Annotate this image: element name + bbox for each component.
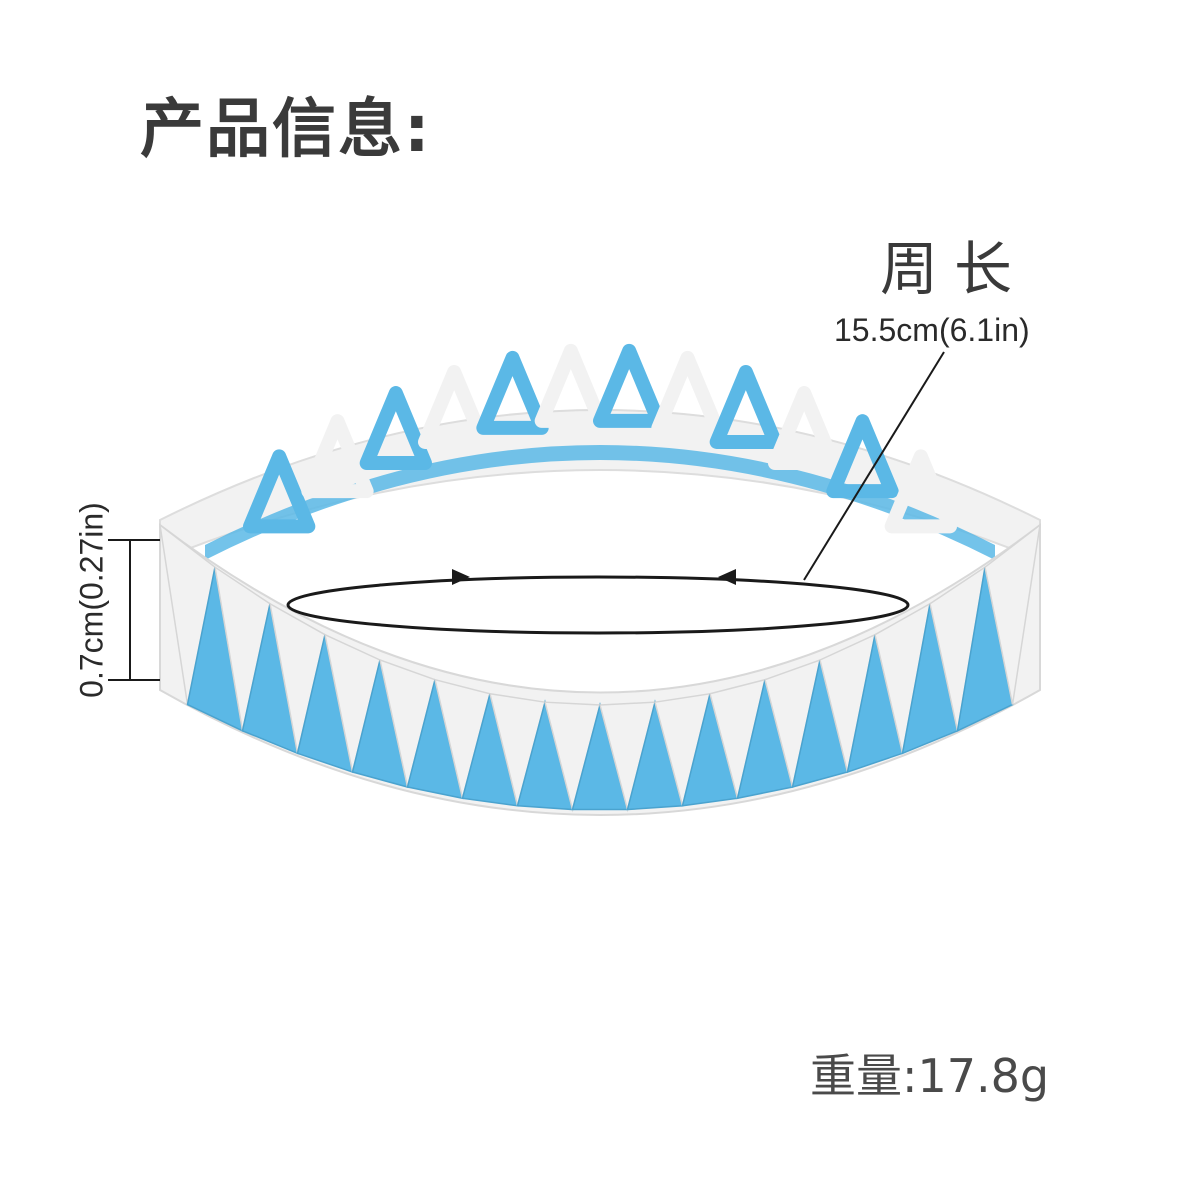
inner-tile <box>418 364 491 449</box>
inner-tile <box>826 414 899 499</box>
bracelet-front-tiles <box>158 523 1042 813</box>
product-info-title: 产品信息: <box>140 93 432 167</box>
inner-tile <box>768 386 841 471</box>
inner-tile <box>476 350 549 435</box>
height-indicator <box>108 539 160 681</box>
inner-tile <box>359 386 432 471</box>
inner-tile <box>301 414 374 499</box>
arrow-right-icon <box>452 569 470 585</box>
inner-tile <box>534 343 607 428</box>
inner-tile <box>651 350 724 435</box>
arrow-left-icon <box>718 569 736 585</box>
weight-label: 重量:17.8g <box>810 1049 1050 1103</box>
inner-tile <box>709 364 782 449</box>
white-tile <box>984 523 1042 705</box>
height-value: 0.7cm(0.27in) <box>73 502 110 698</box>
circumference-value: 15.5cm(6.1in) <box>834 312 1030 348</box>
inner-tile <box>884 449 957 534</box>
circumference-label: 周长 <box>880 235 1029 303</box>
leader-line <box>803 351 945 581</box>
inner-tile <box>243 449 316 534</box>
inner-tile <box>593 343 666 428</box>
circumference-indicator <box>286 351 945 635</box>
bracelet-inner-tiles <box>243 343 957 534</box>
